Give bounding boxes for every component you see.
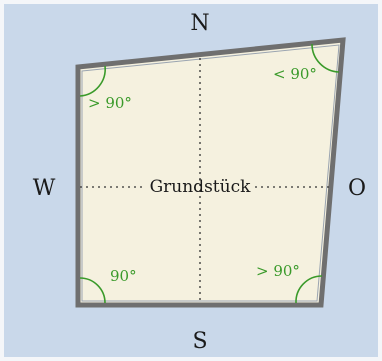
angle-arc-bottom-left <box>79 277 106 304</box>
angle-label-top-left: > 90° <box>88 94 132 112</box>
label-west: W <box>33 176 56 201</box>
angle-arc-top-right <box>311 43 340 73</box>
label-south: S <box>192 329 207 354</box>
label-east: O <box>348 176 366 201</box>
plot-inner-outline <box>81 44 340 302</box>
label-north: N <box>190 11 209 36</box>
angle-label-bottom-left: 90° <box>110 267 137 285</box>
angle-arc-bottom-right <box>295 275 323 304</box>
label-plot-name: Grundstück <box>150 177 252 197</box>
angle-label-top-right: < 90° <box>273 65 317 83</box>
angle-arc-top-left <box>79 65 106 97</box>
plot-outline <box>75 37 346 308</box>
angle-label-bottom-right: > 90° <box>256 262 300 280</box>
